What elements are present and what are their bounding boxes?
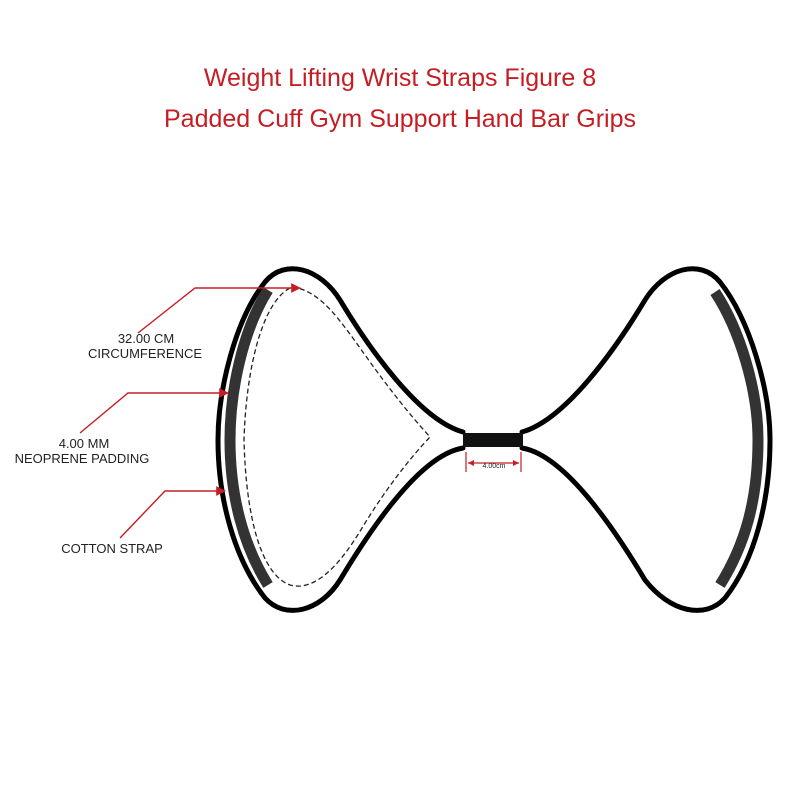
neoprene-padding-right [710, 288, 764, 588]
padding-value: 4.00 MM [59, 436, 110, 451]
neoprene-padding-arrow [79, 388, 229, 434]
cotton-strap-arrow [119, 486, 226, 539]
circumference-label: CIRCUMFERENCE [88, 346, 202, 361]
strap-center-joint [463, 433, 523, 447]
padding-label: NEOPRENE PADDING [15, 451, 150, 466]
neoprene-padding-left [224, 287, 273, 588]
strap-left-loop [215, 266, 466, 613]
center-width-dimension [465, 452, 522, 472]
title-line-1: Weight Lifting Wrist Straps Figure 8 [203, 64, 597, 92]
circumference-arrow [137, 283, 301, 334]
cotton-strap-label: COTTON STRAP [61, 541, 163, 556]
title-line-2: Padded Cuff Gym Support Hand Bar Grips [164, 105, 636, 133]
circumference-dashed-guide [243, 286, 431, 587]
circumference-value: 32.00 CM [118, 331, 174, 346]
strap-right-loop [519, 266, 773, 613]
center-width-label: 4.00cm [483, 463, 506, 470]
